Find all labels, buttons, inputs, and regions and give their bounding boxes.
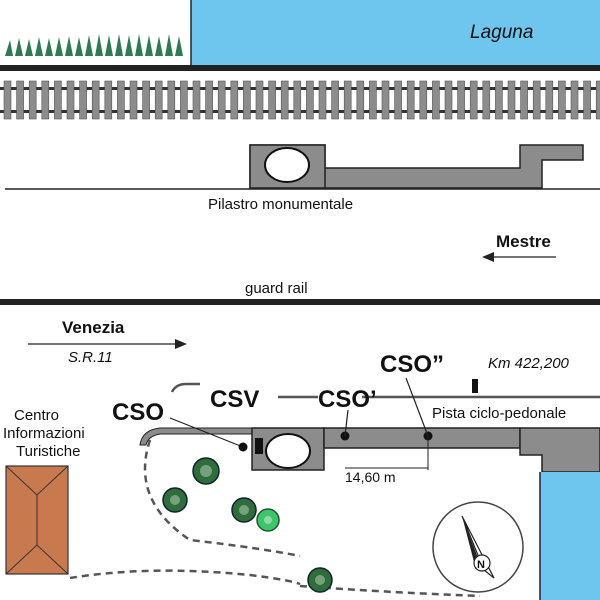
rail-sleeper [331, 80, 339, 120]
rail-sleeper [381, 80, 390, 120]
guard-rail-label: guard rail [245, 280, 308, 297]
csv-label: CSV [210, 386, 259, 413]
lagoon-water [191, 0, 600, 66]
rail-sleeper [356, 80, 365, 120]
mestre-label: Mestre [496, 232, 551, 251]
rail-sleeper [205, 80, 213, 120]
rail-sleeper [306, 80, 314, 120]
laguna-label: Laguna [470, 22, 533, 43]
rail-sleeper [54, 80, 62, 120]
rail-sleeper [570, 80, 579, 120]
cso1-label: CSO’ [318, 386, 377, 413]
cso2-label: CSO” [380, 351, 444, 378]
compass-icon: N [432, 501, 524, 593]
cso-point [238, 442, 248, 452]
cso-label: CSO [112, 399, 164, 426]
arrow-right-icon [28, 339, 187, 349]
compass-n-label: N [477, 559, 485, 571]
rail-sleeper [394, 80, 402, 120]
rail-sleeper [507, 80, 516, 120]
info-center-building [5, 465, 69, 575]
rail-sleeper [28, 80, 37, 120]
canal-water [540, 472, 600, 600]
footpath-2 [69, 569, 301, 586]
rail-sleeper [154, 80, 163, 120]
sr11-label: S.R.11 [68, 349, 113, 366]
rail-sleeper [532, 80, 541, 120]
rail-sleeper [255, 80, 264, 120]
rail-sleeper [457, 80, 465, 120]
rail-sleeper [268, 80, 276, 120]
rail-sleeper [595, 80, 600, 120]
rail-sleeper [419, 80, 428, 120]
rail-sleeper [192, 80, 201, 120]
cso-leader [169, 417, 244, 448]
tree-icon [162, 487, 188, 513]
rail-sleeper [558, 80, 566, 120]
cso2-leader [405, 377, 429, 437]
rail-sleeper [318, 80, 327, 120]
rail-sleeper [117, 80, 125, 120]
pista-label: Pista ciclo-pedonale [432, 405, 566, 422]
arrow-left-icon [482, 252, 556, 262]
tree-icon [192, 457, 220, 485]
rail-sleeper [41, 80, 50, 120]
pillar-base-lower-icon [265, 433, 311, 469]
shoreline-wall [0, 65, 600, 71]
lower-structure [139, 427, 600, 473]
rail-sleeper [482, 80, 491, 120]
rail-sleeper [79, 80, 87, 120]
tree-icon [307, 567, 333, 593]
rail-sleeper [142, 80, 150, 120]
rail-sleeper [520, 80, 528, 120]
tree-icon [231, 497, 257, 523]
rail-sleeper [16, 80, 24, 120]
cso1-leader [344, 409, 349, 437]
rail-sleeper [406, 80, 415, 120]
centro-label-3: Turistiche [16, 443, 80, 460]
footpath-1 [143, 439, 301, 558]
km-label: Km 422,200 [488, 355, 570, 372]
rail-sleeper [104, 80, 113, 120]
pilastro-label: Pilastro monumentale [208, 196, 353, 213]
rail-sleeper [217, 80, 226, 120]
rail-sleeper [167, 80, 176, 120]
rail-sleeper [469, 80, 478, 120]
curb-left [170, 382, 200, 393]
venezia-label: Venezia [62, 318, 125, 337]
csv-marker [255, 438, 263, 454]
rail-sleeper [243, 80, 251, 120]
rail-sleeper [545, 80, 554, 120]
distance-label: 14,60 m [345, 469, 396, 485]
pillar-base-icon [264, 147, 310, 183]
railway-track [0, 80, 600, 120]
rail-sleeper [369, 80, 377, 120]
rail-sleeper [343, 80, 352, 120]
rail-sleeper [280, 80, 289, 120]
rail-sleeper [583, 80, 591, 120]
rail-sleeper [444, 80, 453, 120]
rail-sleeper [129, 80, 138, 120]
centro-label-1: Centro [14, 407, 59, 424]
rail-sleeper [495, 80, 503, 120]
centro-label-2: Informazioni [3, 425, 85, 442]
rail-sleeper [180, 80, 188, 120]
rail-sleeper [230, 80, 239, 120]
pilastro-structure [249, 144, 584, 189]
footpath-3 [299, 584, 481, 598]
rail-sleeper [432, 80, 440, 120]
rail-sleeper [293, 80, 302, 120]
rail-sleeper [3, 80, 12, 120]
guard-rail [0, 299, 600, 305]
rail-sleeper [91, 80, 100, 120]
grass-icon [5, 34, 183, 56]
shrub-icon [256, 508, 280, 532]
rail-sleeper [66, 80, 75, 120]
km-marker [472, 379, 478, 393]
